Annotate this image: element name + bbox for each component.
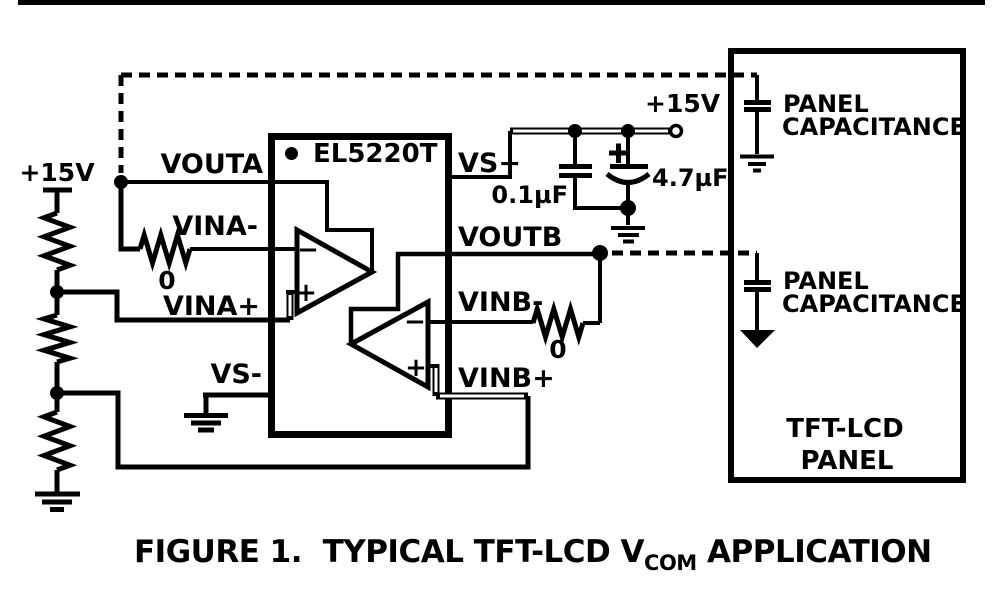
wire-vina-plus — [57, 289, 290, 323]
opamp-b-noninverting-mark: + — [405, 353, 427, 383]
wire-voutb — [348, 251, 594, 344]
resistor-ladder-3 — [36, 409, 78, 473]
opamp-a-inverting-mark: − — [297, 235, 319, 265]
figure-caption-suffix: APPLICATION — [697, 534, 932, 570]
ic-outline — [268, 133, 452, 438]
left-supply-label: +15V — [19, 158, 95, 187]
panel-cap-top-plates — [744, 100, 771, 112]
cap-small-bottom-lead — [573, 178, 628, 210]
figure-caption-subscript: COM — [644, 551, 697, 575]
pin-label-voutb: VOUTB — [458, 222, 562, 253]
cap-large-polarity-icon — [609, 143, 628, 163]
opamp-a-triangle — [294, 225, 378, 318]
panel-cap-top-ground-icon — [740, 154, 774, 173]
top-rule — [18, 0, 985, 5]
panel-cap-top-label-2: CAPACITANCE — [782, 113, 966, 141]
pin-label-vs-plus: VS+ — [458, 148, 521, 179]
resistor-feedback-a — [137, 226, 193, 272]
wire-vs-plus — [452, 131, 512, 179]
panel-cap-top-label-1: PANEL — [783, 90, 869, 118]
junction-dot-cap-large — [621, 124, 635, 138]
supply-terminal-circle — [668, 123, 684, 139]
wire-vinb-minus-feedback — [583, 258, 602, 325]
pin-label-vinb-plus: VINB+ — [458, 363, 555, 394]
resistor-feedback-b — [530, 300, 586, 346]
junction-dot-vouta — [114, 175, 128, 189]
ladder-ground-icon — [35, 491, 80, 512]
pin-label-vinb-minus: VINB- — [458, 287, 543, 318]
junction-dot-cap-small — [568, 124, 582, 138]
pin-label-vouta: VOUTA — [160, 149, 263, 180]
vs-minus-ground-icon — [184, 413, 228, 433]
wire-vouta — [121, 180, 374, 270]
ic-part-number: EL5220T — [313, 139, 438, 169]
opamp-a-noninverting-mark: + — [295, 278, 317, 308]
junction-dot-ladder-2 — [50, 386, 64, 400]
figure-caption-prefix: FIGURE 1. TYPICAL TFT-LCD V — [134, 534, 645, 570]
opamp-b-triangle — [345, 297, 431, 392]
cap-small-plates — [559, 164, 592, 178]
ic-pin1-dot — [285, 147, 298, 160]
junction-dot-cap-ground — [620, 200, 636, 216]
resistor-b-value: 0 — [549, 335, 566, 364]
panel-box — [728, 48, 966, 483]
resistor-a-value: 0 — [158, 266, 175, 295]
opamp-b-inverting-mark: − — [404, 307, 426, 337]
junction-dot-voutb — [592, 245, 608, 261]
panel-name-line1: TFT-LCD — [786, 414, 903, 444]
junction-dot-ladder-1 — [50, 285, 64, 299]
pin-label-vina-plus: VINA+ — [163, 291, 260, 322]
cap-large-ground-icon — [611, 226, 645, 244]
resistor-ladder-1 — [36, 210, 78, 273]
cap-small-value: 0.1µF — [491, 181, 568, 209]
figure-caption: FIGURE 1. TYPICAL TFT-LCD VCOM APPLICATI… — [134, 534, 932, 575]
resistor-ladder-2 — [35, 312, 79, 365]
pin-label-vina-minus: VINA- — [172, 211, 258, 242]
panel-cap-bottom-label-2: CAPACITANCE — [782, 290, 966, 318]
panel-cap-bottom-ground-icon — [740, 330, 775, 348]
cap-large-curved-plate — [605, 171, 651, 185]
panel-cap-bottom-label-1: PANEL — [783, 267, 869, 295]
wire-vina-minus-feedback — [118, 182, 140, 252]
right-supply-label: +15V — [645, 89, 721, 118]
pin-label-vs-minus: VS- — [210, 359, 262, 390]
wire-vinb-plus-return — [60, 390, 531, 470]
panel-cap-bottom-plates — [744, 280, 771, 292]
cap-large-value: 4.7µF — [652, 164, 729, 192]
panel-name-line2: PANEL — [801, 446, 894, 476]
